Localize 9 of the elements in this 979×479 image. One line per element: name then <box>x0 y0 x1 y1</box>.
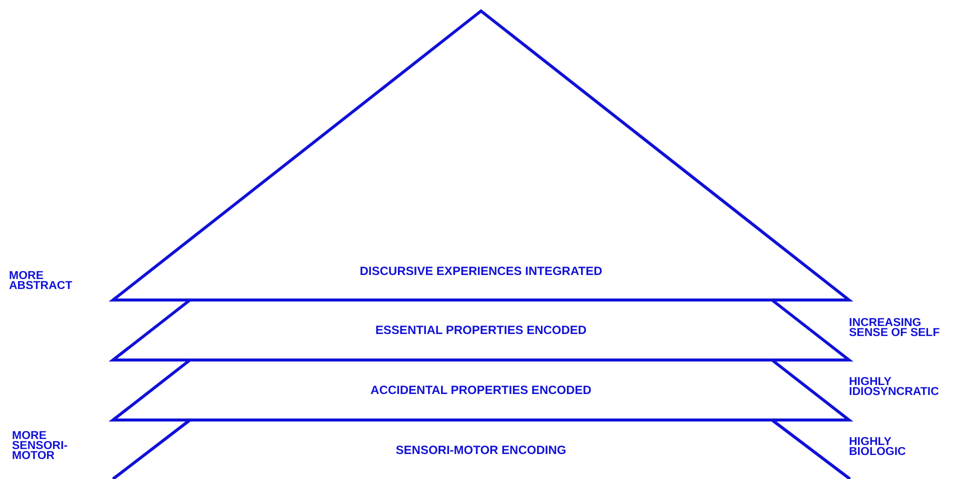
side-annotation: MORE SENSORI- MOTOR <box>12 431 68 461</box>
side-annotation: HIGHLY BIOLOGIC <box>849 437 906 457</box>
side-annotation: HIGHLY IDIOSYNCRATIC <box>849 377 939 397</box>
side-annotation: INCREASING SENSE OF SELF <box>849 318 941 338</box>
side-annotation: MORE ABSTRACT <box>9 271 72 291</box>
layer-label: SENSORI-MOTOR ENCODING <box>396 443 566 457</box>
layer-label: DISCURSIVE EXPERIENCES INTEGRATED <box>360 264 602 278</box>
layer-label: ESSENTIAL PROPERTIES ENCODED <box>375 323 587 337</box>
layer-label: ACCIDENTAL PROPERTIES ENCODED <box>370 383 592 397</box>
